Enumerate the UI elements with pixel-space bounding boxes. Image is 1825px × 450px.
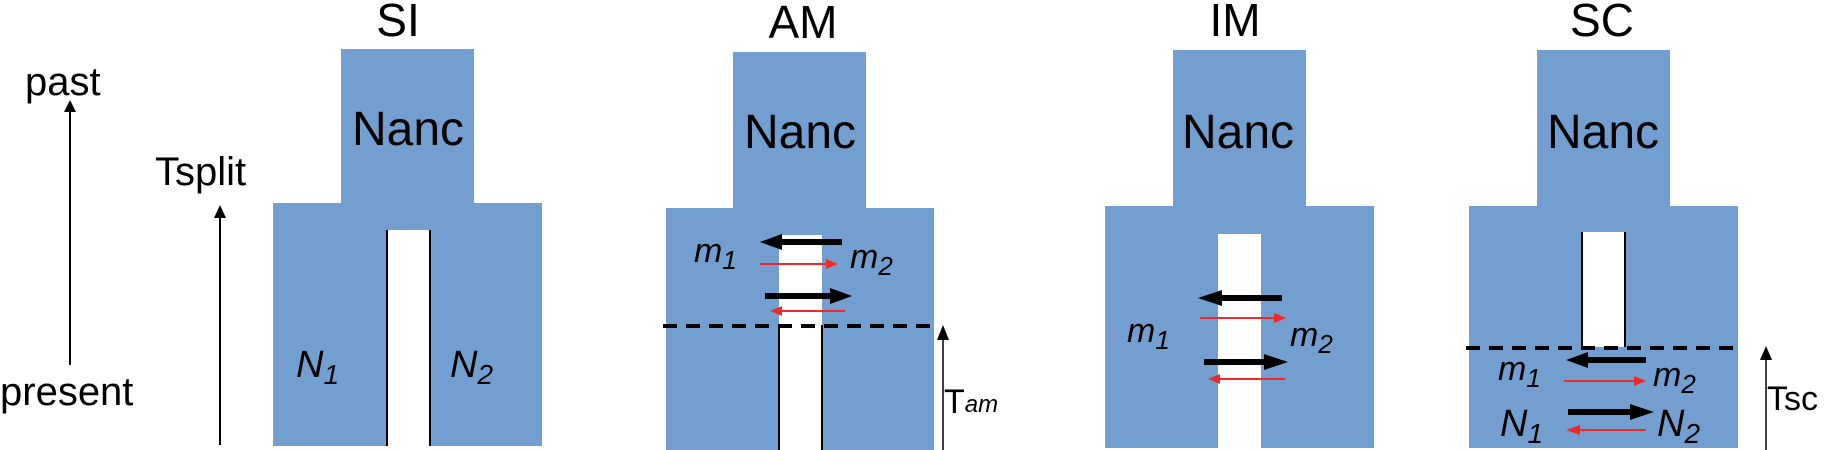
model-sc: SC Nanc m1 m2 N1 N2 Tsc: [1466, 0, 1818, 450]
ancestral-population-label: Nanc: [744, 106, 856, 159]
tsplit-label: Tsplit: [155, 150, 246, 194]
isolation-gap: [1582, 232, 1625, 347]
population-tree: [1105, 50, 1374, 448]
model-title: AM: [769, 0, 838, 48]
arrow-head-icon: [1264, 354, 1288, 370]
past-label: past: [25, 60, 101, 104]
migration-rate-1-label: m1: [1498, 350, 1541, 393]
arrow-head-icon: [1208, 374, 1220, 384]
ancestral-population-label: Nanc: [1547, 106, 1659, 159]
arrow-head-icon: [1566, 425, 1580, 435]
arrow-head-icon: [826, 259, 838, 269]
population-2-label: N2: [1657, 403, 1700, 449]
population-tree: [273, 49, 542, 446]
model-title: SI: [376, 0, 419, 46]
ancestral-population-label: Nanc: [352, 103, 464, 156]
arrow-head-icon: [1566, 352, 1588, 368]
arrow-head-icon: [64, 100, 76, 112]
arrow-head-icon: [1274, 313, 1286, 323]
migration-rate-1-label: m1: [694, 232, 737, 275]
population-1-label: N1: [296, 344, 339, 390]
model-am: AM Nanc m1 m2 Tam: [663, 0, 998, 450]
arrow-head-icon: [214, 205, 226, 218]
model-si: SI Nanc N1 N2: [273, 0, 542, 446]
arrow-head-icon: [1630, 404, 1654, 420]
population-1-label: N1: [1500, 403, 1543, 449]
ancestral-population-label: Nanc: [1182, 106, 1294, 159]
migration-rate-2-label: m2: [850, 238, 893, 281]
present-label: present: [0, 370, 133, 414]
time-axis: past present Tsplit: [0, 60, 246, 445]
migration-rate-2-label: m2: [1653, 356, 1696, 399]
time-label: Tam: [944, 383, 998, 421]
model-im: IM Nanc m1 m2: [1105, 0, 1374, 448]
model-title: SC: [1570, 0, 1634, 46]
arrow-head-icon: [1198, 290, 1222, 306]
arrow-head-icon: [1760, 346, 1772, 360]
arrow-head-icon: [770, 306, 782, 316]
migration-rate-2-label: m2: [1290, 316, 1333, 359]
time-label: Tsc: [1767, 380, 1818, 418]
population-2-label: N2: [450, 344, 493, 390]
arrow-head-icon: [760, 234, 782, 250]
arrow-head-icon: [1634, 376, 1646, 386]
migration-rate-1-label: m1: [1127, 312, 1170, 355]
arrow-head-icon: [830, 288, 852, 304]
arrow-head-icon: [937, 325, 949, 340]
model-title: IM: [1209, 0, 1260, 46]
